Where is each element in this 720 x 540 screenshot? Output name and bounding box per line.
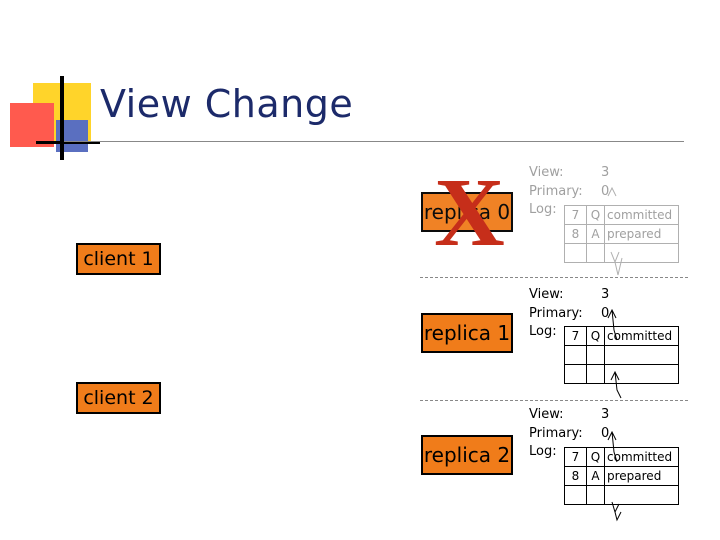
log-status — [604, 243, 679, 263]
replica-2-log-pointer — [611, 501, 622, 522]
log-row — [564, 364, 679, 384]
replica-1-log-pointer — [610, 370, 622, 399]
log-row: 7 Q committed — [564, 205, 679, 225]
log-row — [564, 485, 679, 505]
title-ornament-underline — [36, 141, 100, 144]
slide-title: View Change — [100, 82, 354, 126]
replica-1-box: replica 1 — [421, 313, 513, 353]
log-row: 8 A prepared — [564, 224, 679, 244]
replica-0-log-table: 7 Q committed 8 A prepared — [564, 205, 679, 263]
replica-0-primary-value: 0 — [601, 184, 610, 199]
title-ornament-red — [10, 103, 54, 147]
replica-1-primary-pointer — [607, 308, 618, 341]
replica-2-log-label: Log: — [529, 444, 557, 459]
replica-0-primary-label: Primary: — [529, 184, 583, 199]
replica-2-view-value: 3 — [601, 407, 610, 422]
replica-0-box: replica 0 — [421, 192, 513, 232]
replica-2-box: replica 2 — [421, 435, 513, 475]
replica-2-view-label: View: — [529, 407, 564, 422]
log-row: 7 Q committed — [564, 326, 679, 346]
replica-0-log-label: Log: — [529, 202, 557, 217]
replica-0-label: replica 0 — [423, 200, 511, 224]
replica-2-primary-label: Primary: — [529, 426, 583, 441]
title-ornament-line — [60, 76, 64, 160]
replica-1-view-label: View: — [529, 287, 564, 302]
replica-0-primary-pointer — [607, 186, 617, 197]
separator-1 — [420, 277, 688, 278]
title-rule — [64, 141, 684, 142]
crash-mark: X — [434, 159, 505, 267]
separator-2 — [420, 400, 688, 401]
log-row — [564, 243, 679, 263]
log-status: prepared — [604, 224, 679, 244]
replica-0-log-pointer — [610, 251, 623, 276]
client-2-box: client 2 — [76, 382, 161, 414]
replica-0-view-value: 3 — [601, 165, 610, 180]
log-status: committed — [604, 326, 679, 346]
replica-0-view-label: View: — [529, 165, 564, 180]
log-status — [604, 485, 679, 505]
log-status: prepared — [604, 466, 679, 486]
replica-1-log-label: Log: — [529, 324, 557, 339]
replica-1-log-table: 7 Q committed — [564, 326, 679, 384]
replica-2-primary-value: 0 — [601, 426, 610, 441]
log-status — [604, 364, 679, 384]
log-row: 7 Q committed — [564, 447, 679, 467]
replica-1-primary-value: 0 — [601, 306, 610, 321]
replica-2-primary-pointer — [607, 430, 618, 463]
log-status: committed — [604, 447, 679, 467]
replica-2-log-table: 7 Q committed 8 A prepared — [564, 447, 679, 505]
client-1-box: client 1 — [76, 243, 161, 275]
replica-1-view-value: 3 — [601, 287, 610, 302]
replica-1-primary-label: Primary: — [529, 306, 583, 321]
